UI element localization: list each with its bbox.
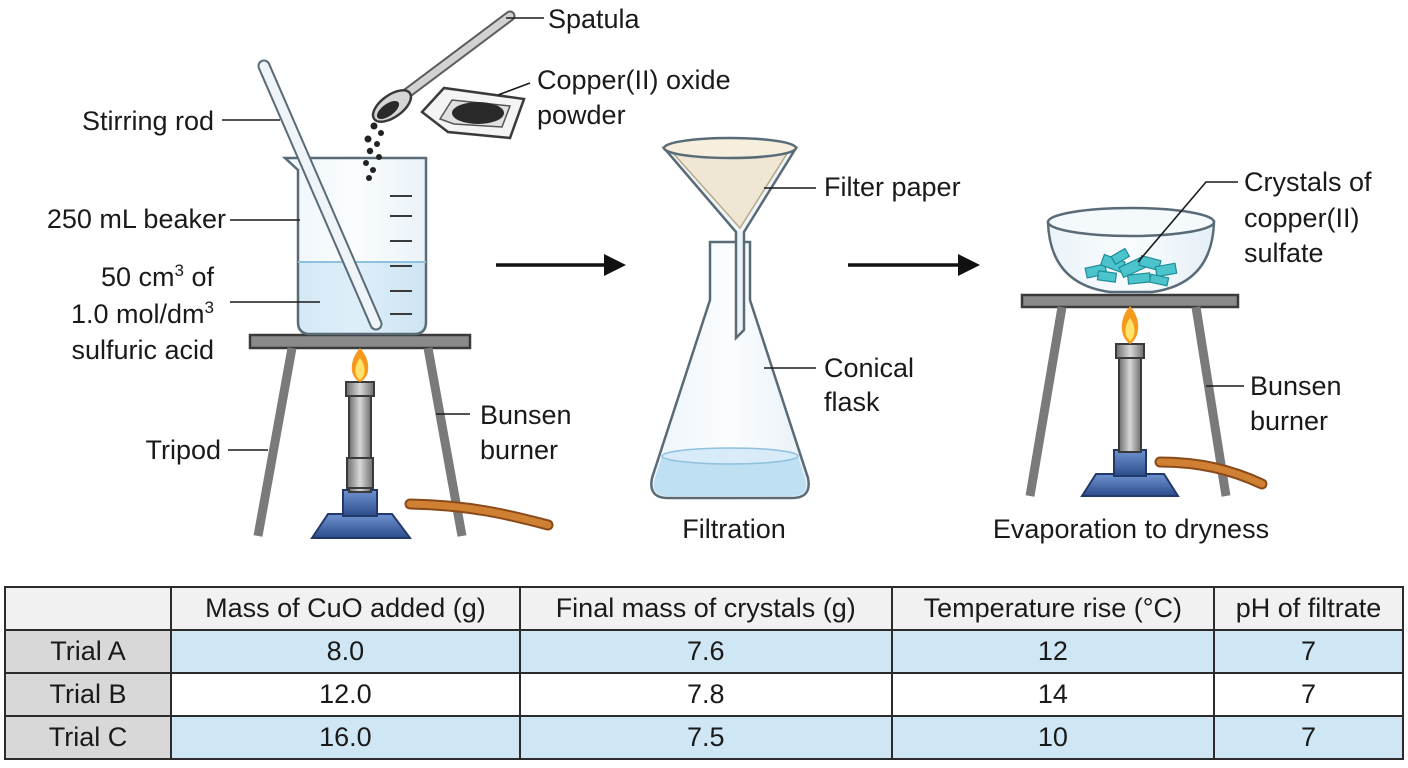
label-spatula: Spatula: [548, 4, 641, 34]
falling-powder: [363, 122, 384, 181]
row-label: Trial C: [4, 715, 172, 760]
table-cell: 16.0: [170, 715, 521, 760]
copper-sulfate-crystals: [1084, 247, 1178, 287]
label-crystals-line3: sulfate: [1244, 238, 1324, 268]
conical-flask: [650, 240, 810, 500]
table-cell: 7: [1213, 629, 1404, 674]
label-stirring-rod: Stirring rod: [82, 106, 214, 136]
label-bunsen-2-line2: burner: [1250, 406, 1328, 436]
apparatus-diagram: Spatula Copper(II) oxide powder Stirring…: [47, 4, 1372, 544]
table-header-row: Mass of CuO added (g) Final mass of crys…: [4, 586, 1404, 631]
beaker: [281, 156, 428, 336]
table-row: Trial C 16.0 7.5 10 7: [4, 715, 1404, 760]
label-acid-line1: 50 cm3 of: [101, 261, 215, 292]
row-label: Trial B: [4, 672, 172, 717]
label-beaker: 250 mL beaker: [47, 204, 226, 234]
table-row: Trial A 8.0 7.6 12 7: [4, 629, 1404, 674]
header-ph: pH of filtrate: [1213, 586, 1404, 631]
table-cell: 12.0: [170, 672, 521, 717]
header-final-mass: Final mass of crystals (g): [518, 586, 893, 631]
spatula: [371, 10, 516, 123]
table-cell: 7.6: [518, 629, 893, 674]
leader-lines: [222, 17, 1244, 451]
table-cell: 7.8: [518, 672, 893, 717]
label-evaporation: Evaporation to dryness: [993, 514, 1269, 544]
label-conical-line2: flask: [824, 387, 880, 417]
table-cell: 8.0: [170, 629, 521, 674]
label-crystals-line2: copper(II): [1244, 203, 1360, 233]
label-copper-oxide-line2: powder: [537, 100, 626, 130]
header-mass-cuo: Mass of CuO added (g): [170, 586, 521, 631]
label-acid-line3: sulfuric acid: [71, 335, 214, 365]
table-cell: 7: [1213, 715, 1404, 760]
stirring-rod: [257, 59, 383, 331]
stage-filtration: [650, 136, 810, 500]
header-corner: [4, 586, 172, 631]
stage-evaporation: [1020, 206, 1268, 497]
filter-funnel: [661, 136, 799, 342]
table-cell: 14: [890, 672, 1216, 717]
label-copper-oxide-line1: Copper(II) oxide: [537, 65, 731, 95]
label-tripod: Tripod: [145, 435, 221, 465]
label-bunsen-1-line2: burner: [480, 435, 558, 465]
label-conical-line1: Conical: [824, 353, 914, 383]
powder-dish: [420, 86, 526, 140]
label-crystals-line1: Crystals of: [1244, 167, 1372, 197]
table-cell: 7.5: [518, 715, 893, 760]
label-filter-paper: Filter paper: [824, 172, 961, 202]
bunsen-burner-2: [1080, 306, 1268, 497]
stage-reaction: [248, 10, 554, 539]
row-label: Trial A: [4, 629, 172, 674]
header-temperature-rise: Temperature rise (°C): [890, 586, 1216, 631]
results-table: Mass of CuO added (g) Final mass of crys…: [4, 586, 1404, 760]
label-bunsen-1-line1: Bunsen: [480, 400, 572, 430]
label-filtration: Filtration: [682, 514, 786, 544]
table-row: Trial B 12.0 7.8 14 7: [4, 672, 1404, 717]
table-cell: 7: [1213, 672, 1404, 717]
label-bunsen-2-line1: Bunsen: [1250, 371, 1342, 401]
labels: Spatula Copper(II) oxide powder Stirring…: [47, 4, 1372, 544]
arrow-2: [848, 254, 980, 276]
arrow-1: [496, 254, 626, 276]
table-cell: 12: [890, 629, 1216, 674]
bunsen-burner-1: [310, 348, 554, 539]
table-cell: 10: [890, 715, 1216, 760]
tripod-1: [248, 333, 472, 537]
label-acid-line2: 1.0 mol/dm3: [71, 298, 214, 329]
